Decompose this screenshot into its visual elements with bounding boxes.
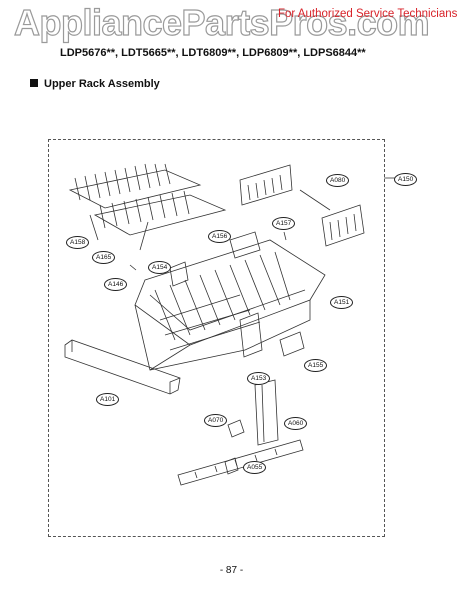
square-bullet-icon [30,79,38,87]
callout-a156: A156 [208,230,232,243]
callout-a153: A153 [247,372,271,385]
callout-a101: A101 [96,393,120,406]
watermark-logo: AppliancePartsPros.com [13,1,430,43]
callout-a070: A070 [204,414,228,427]
callout-a155: A155 [304,359,328,372]
callout-a055: A055 [243,461,267,474]
callout-a154: A154 [148,261,172,274]
handle-bar-drawing [64,339,181,395]
page-number: - 87 - [219,565,244,576]
spray-arm-drawing [177,379,304,486]
section-title: Upper Rack Assembly [44,78,160,90]
callout-a150: A150 [394,173,418,186]
diagram-frame [48,139,385,537]
callout-a151: A151 [330,296,354,309]
section-heading: Upper Rack Assembly [30,78,160,90]
tine-rack-drawing [68,163,227,251]
upper-rack-drawing [129,231,326,371]
authorized-notice: For Authorized Service Technicians [278,8,458,20]
callout-a080: A080 [326,174,350,187]
model-numbers: LDP5676**, LDT5665**, LDT6809**, LDP6809… [60,47,366,59]
cup-shelf-drawing [239,164,365,247]
callout-a157: A157 [272,217,296,230]
callout-a060: A060 [284,417,308,430]
callout-a146: A146 [104,278,128,291]
callout-a165: A165 [92,251,116,264]
callout-a158: A158 [66,236,90,249]
